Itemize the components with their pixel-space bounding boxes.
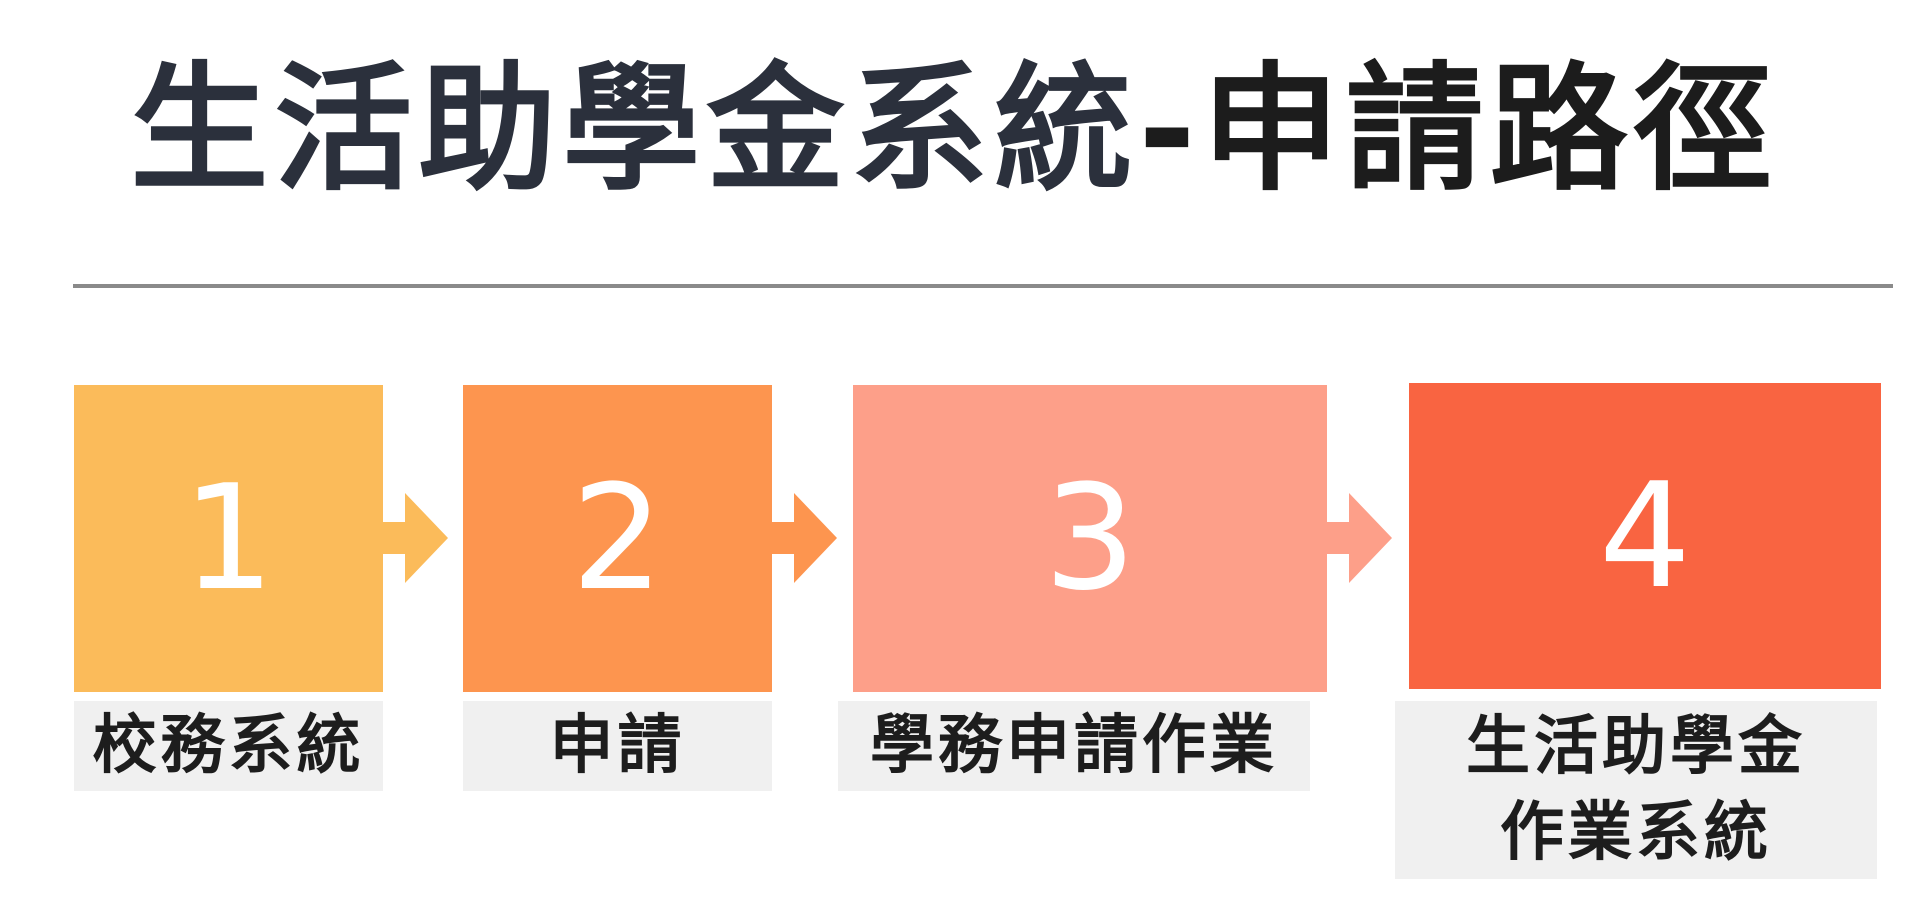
page-title: 生活助學金系統-申請路徑 bbox=[0, 40, 1908, 220]
step-4-label-line1: 生活助學金 bbox=[1466, 710, 1806, 784]
title-divider bbox=[73, 284, 1893, 288]
step-2-box: 2 bbox=[463, 385, 772, 692]
arrow-1-to-2-icon bbox=[383, 493, 448, 583]
step-1-number: 1 bbox=[182, 454, 275, 623]
step-2-label: 申請 bbox=[463, 701, 772, 791]
step-3-label: 學務申請作業 bbox=[838, 701, 1310, 791]
step-3-number: 3 bbox=[1043, 454, 1137, 623]
page-title-main: 生活助學金系統 bbox=[130, 49, 1139, 210]
arrow-3-to-4-icon bbox=[1327, 493, 1392, 583]
step-1-box: 1 bbox=[74, 385, 383, 692]
step-1-label: 校務系統 bbox=[74, 701, 383, 791]
step-4-label-line2: 作業系統 bbox=[1500, 796, 1772, 870]
step-2-number: 2 bbox=[571, 454, 664, 623]
arrow-2-to-3-icon bbox=[772, 493, 837, 583]
step-4-label: 生活助學金 作業系統 bbox=[1395, 701, 1877, 879]
step-4-number: 4 bbox=[1598, 451, 1692, 621]
step-3-box: 3 bbox=[853, 385, 1327, 692]
step-4-box: 4 bbox=[1409, 383, 1881, 689]
page-title-sub: -申請路徑 bbox=[1138, 49, 1778, 210]
